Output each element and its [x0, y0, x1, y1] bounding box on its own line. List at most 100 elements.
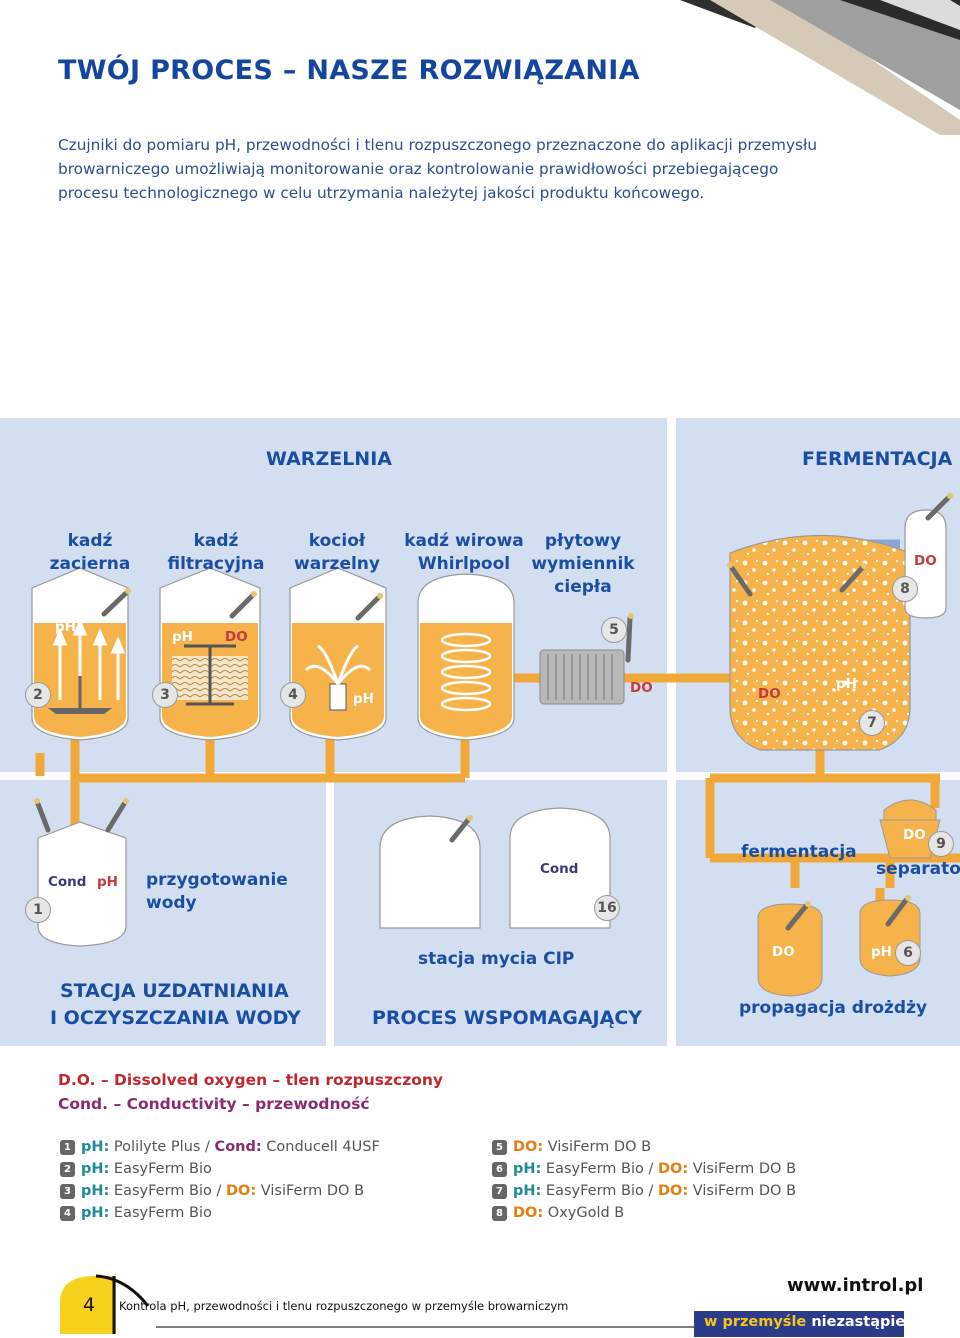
badge-1: 1 [25, 897, 51, 923]
tag-do-8: DO [914, 553, 937, 569]
legend-text: DO: [657, 1161, 689, 1177]
legend-item-2: 2 pH: EasyFerm Bio [60, 1158, 380, 1180]
legend-text: EasyFerm Bio / [109, 1183, 226, 1199]
legend-text: Cond: [214, 1139, 262, 1155]
tag-ph-4: pH [353, 691, 374, 707]
separator-icon [879, 799, 941, 859]
legend-text: pH: [81, 1205, 110, 1221]
section-brewhouse: WARZELNIA [266, 448, 392, 470]
kettle-tank [289, 567, 387, 741]
tag-do-9: DO [903, 827, 926, 843]
lauter-tank [159, 567, 261, 741]
process-diagram [31, 493, 960, 997]
footer-band [60, 1274, 904, 1337]
legend-text: EasyFerm Bio / [541, 1183, 658, 1199]
legend-number: 1 [60, 1140, 75, 1155]
legend-column-left: 1 pH: Polilyte Plus / Cond: Conducell 4US… [60, 1136, 380, 1224]
tag-ph-7: pH [836, 676, 857, 692]
yeast-tank-1 [757, 903, 823, 997]
tag-do-7: DO [758, 686, 781, 702]
legend-item-4: 4 pH: EasyFerm Bio [60, 1202, 380, 1224]
legend-text: EasyFerm Bio [109, 1205, 212, 1221]
legend-text: OxyGold B [543, 1205, 625, 1221]
legend-text: pH: [513, 1161, 542, 1177]
tag-cond-16: Cond [540, 861, 579, 877]
legend-text: pH: [81, 1161, 110, 1177]
cip-tank-2 [509, 807, 611, 929]
whirlpool-tank [417, 573, 515, 741]
legend-text: VisiFerm DO B [688, 1161, 797, 1177]
legend-number: 7 [492, 1184, 507, 1199]
tag-do-6: DO [772, 944, 795, 960]
legend-item-6: 6 pH: EasyFerm Bio / DO: VisiFerm DO B [492, 1158, 796, 1180]
legend-text: pH: [81, 1139, 110, 1155]
mash-tun-tank [31, 567, 129, 741]
badge-16: 16 [594, 895, 620, 921]
footer-text: Kontrola pH, przewodności i tlenu rozpus… [119, 1299, 569, 1313]
intro-paragraph: Czujniki do pomiaru pH, przewodności i t… [58, 136, 818, 202]
tag-cond-1: Cond [48, 874, 87, 890]
legend-item-7: 7 pH: EasyFerm Bio / DO: VisiFerm DO B [492, 1180, 796, 1202]
legend-number: 3 [60, 1184, 75, 1199]
legend-number: 5 [492, 1140, 507, 1155]
water-prep-tank [37, 821, 127, 947]
fermentation-tank [729, 534, 911, 751]
label-cip: stacja mycia CIP [418, 949, 575, 969]
section-support: PROCES WSPOMAGAJĄCY [372, 1007, 643, 1029]
badge-4: 4 [280, 682, 306, 708]
page-number: 4 [83, 1294, 96, 1316]
legend-number: 8 [492, 1206, 507, 1221]
abbr-do: D.O. – Dissolved oxygen – tlen rozpuszcz… [58, 1071, 444, 1089]
legend-text: VisiFerm DO B [256, 1183, 365, 1199]
legend-text: DO: [225, 1183, 257, 1199]
plate-heat-exchanger [539, 649, 625, 705]
legend-text: DO: [657, 1183, 689, 1199]
badge-9: 9 [928, 831, 954, 857]
tag-ph-1: pH [97, 874, 118, 890]
tag-ph-3: pH [172, 629, 193, 645]
label-separator: separator [876, 859, 960, 879]
legend-item-1: 1 pH: Polilyte Plus / Cond: Conducell 4US… [60, 1136, 380, 1158]
legend-number: 4 [60, 1206, 75, 1221]
badge-2: 2 [25, 682, 51, 708]
legend-text: EasyFerm Bio [109, 1161, 212, 1177]
legend-text: pH: [513, 1183, 542, 1199]
badge-3: 3 [152, 682, 178, 708]
legend-text: VisiFerm DO B [688, 1183, 797, 1199]
legend-number: 2 [60, 1162, 75, 1177]
legend-text: EasyFerm Bio / [541, 1161, 658, 1177]
footer-url[interactable]: www.introl.pl [787, 1275, 924, 1296]
tag-do-5: DO [630, 680, 653, 696]
sensor-photo-icon [680, 0, 960, 135]
section-water-line2: I OCZYSZCZANIA WODY [50, 1007, 301, 1029]
legend-item-5: 5 DO: VisiFerm DO B [492, 1136, 796, 1158]
legend-item-8: 8 DO: OxyGold B [492, 1202, 796, 1224]
cip-tank-1 [379, 815, 481, 929]
legend-text: Conducell 4USF [261, 1139, 380, 1155]
legend-text: pH: [81, 1183, 110, 1199]
tag-ph-6: pH [871, 944, 892, 960]
section-fermentation: FERMENTACJA I [802, 448, 960, 470]
badge-8: 8 [892, 576, 918, 602]
badge-7: 7 [859, 710, 885, 736]
legend-text: DO: [513, 1139, 544, 1155]
section-water-line1: STACJA UZDATNIANIA [60, 980, 289, 1002]
legend-number: 6 [492, 1162, 507, 1177]
page-title: TWÓJ PROCES – NASZE ROZWIĄZANIA [58, 55, 640, 86]
label-fermentation: fermentacja [741, 842, 857, 862]
legend-text: Polilyte Plus / [109, 1139, 215, 1155]
tag-ph-2: pH [55, 619, 76, 635]
legend-text: VisiFerm DO B [543, 1139, 652, 1155]
abbr-cond: Cond. – Conductivity – przewodność [58, 1095, 370, 1113]
legend-item-3: 3 pH: EasyFerm Bio / DO: VisiFerm DO B [60, 1180, 380, 1202]
badge-5: 5 [601, 617, 627, 643]
footer-slogan: w przemyśle niezastąpieni [704, 1314, 921, 1330]
badge-6: 6 [895, 940, 921, 966]
legend-text: DO: [513, 1205, 544, 1221]
